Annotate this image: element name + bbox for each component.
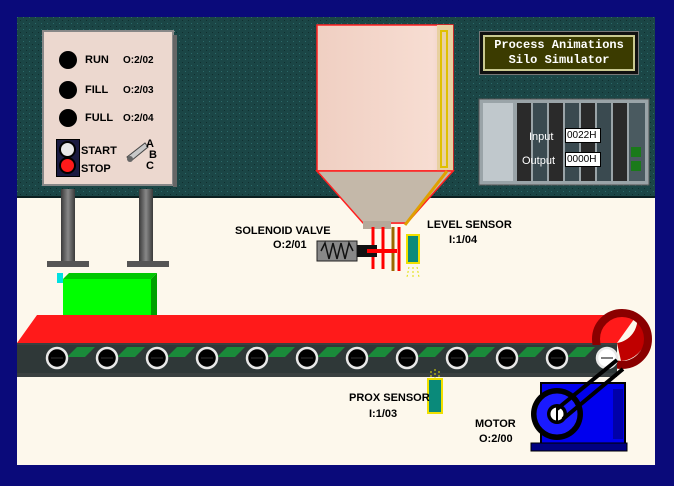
plc-output-label: Output bbox=[522, 155, 556, 167]
run-address: O:2/02 bbox=[123, 54, 154, 66]
plc-output-value: 0000H bbox=[565, 152, 601, 167]
belt-segment bbox=[317, 347, 345, 357]
motor-name: MOTOR bbox=[475, 418, 516, 430]
plc-rack-icon bbox=[478, 98, 650, 186]
start-label: START bbox=[81, 145, 117, 157]
prox-sensor-name: PROX SENSOR bbox=[349, 392, 430, 404]
solenoid-valve-address: O:2/01 bbox=[273, 239, 307, 251]
fill-address: O:2/03 bbox=[123, 84, 154, 96]
belt-segment bbox=[217, 347, 245, 357]
start-button[interactable] bbox=[59, 141, 76, 158]
run-lamp-icon bbox=[59, 51, 77, 69]
fill-lamp-icon bbox=[59, 81, 77, 99]
belt-segment bbox=[267, 347, 295, 357]
lamp-row-full: FULL O:2/04 bbox=[59, 109, 154, 127]
belt-segment bbox=[167, 347, 195, 357]
title-line2: Silo Simulator bbox=[508, 53, 610, 67]
title-text: Process Animations Silo Simulator bbox=[483, 35, 635, 71]
plc-input-value: 0022H bbox=[565, 128, 601, 143]
silo-simulator-stage: Process Animations Silo Simulator Input … bbox=[17, 17, 655, 465]
motor-icon bbox=[530, 358, 628, 452]
title-line1: Process Animations bbox=[494, 38, 624, 52]
belt-segment bbox=[67, 347, 95, 357]
stop-label: STOP bbox=[81, 163, 111, 175]
lamp-row-fill: FILL O:2/03 bbox=[59, 81, 154, 99]
stop-button[interactable] bbox=[59, 157, 76, 174]
selector-label-b: B bbox=[149, 149, 157, 161]
belt-segment bbox=[467, 347, 495, 357]
selector-label-a: A bbox=[146, 138, 154, 150]
fill-label: FILL bbox=[85, 83, 109, 96]
belt-segment bbox=[517, 347, 545, 357]
selector-switch-icon bbox=[126, 142, 149, 162]
prox-sensor-icon bbox=[427, 369, 443, 414]
selector-label-c: C bbox=[146, 160, 154, 172]
full-label: FULL bbox=[85, 111, 114, 124]
run-label: RUN bbox=[85, 53, 109, 66]
belt-segment bbox=[417, 347, 445, 357]
belt-segment bbox=[367, 347, 395, 357]
prox-sensor-address: I:1/03 bbox=[369, 408, 398, 420]
solenoid-valve-name: SOLENOID VALVE bbox=[235, 225, 331, 237]
solenoid-spring-icon bbox=[316, 240, 397, 262]
level-sensor-name: LEVEL SENSOR bbox=[427, 219, 512, 231]
title-banner: Process Animations Silo Simulator bbox=[479, 31, 639, 75]
belt-segment bbox=[117, 347, 145, 357]
level-sensor-icon bbox=[406, 234, 420, 279]
lamp-row-run: RUN O:2/02 bbox=[59, 51, 154, 69]
motor-address: O:2/00 bbox=[479, 433, 513, 445]
selector-switch[interactable] bbox=[125, 139, 151, 165]
panel-leg-left bbox=[61, 189, 75, 265]
full-lamp-icon bbox=[59, 109, 77, 127]
silo bbox=[315, 24, 455, 271]
level-sensor-address: I:1/04 bbox=[449, 234, 478, 246]
full-address: O:2/04 bbox=[123, 112, 154, 124]
plc-input-label: Input bbox=[529, 131, 554, 143]
panel-leg-right bbox=[139, 189, 153, 265]
belt-segment bbox=[567, 347, 595, 357]
